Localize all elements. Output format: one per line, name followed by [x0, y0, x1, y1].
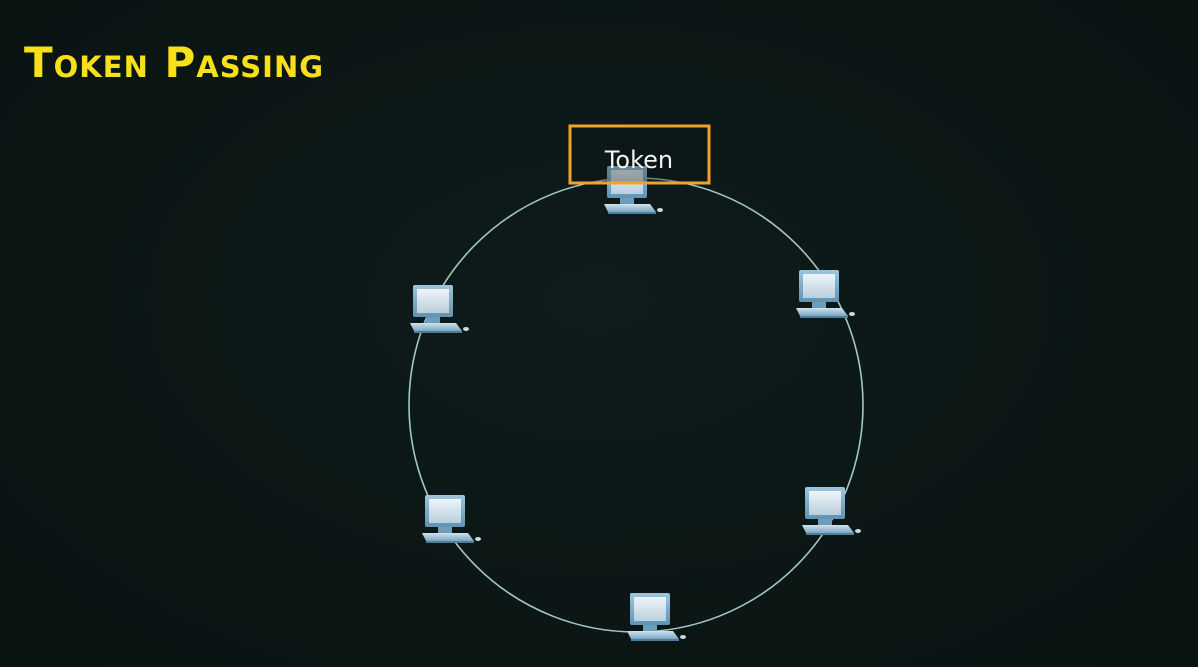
computer-lower-right-icon — [802, 487, 861, 535]
slide-title: Token Passing — [24, 38, 325, 87]
token-box: Token — [568, 124, 711, 185]
token-box-border — [568, 124, 711, 185]
token-label: Token — [604, 146, 673, 174]
ring-cable — [408, 177, 864, 633]
computer-upper-left-icon — [410, 285, 469, 333]
computer-lower-left-icon — [422, 495, 481, 543]
computer-bottom-icon — [627, 593, 686, 641]
computer-upper-right-icon — [796, 270, 855, 318]
